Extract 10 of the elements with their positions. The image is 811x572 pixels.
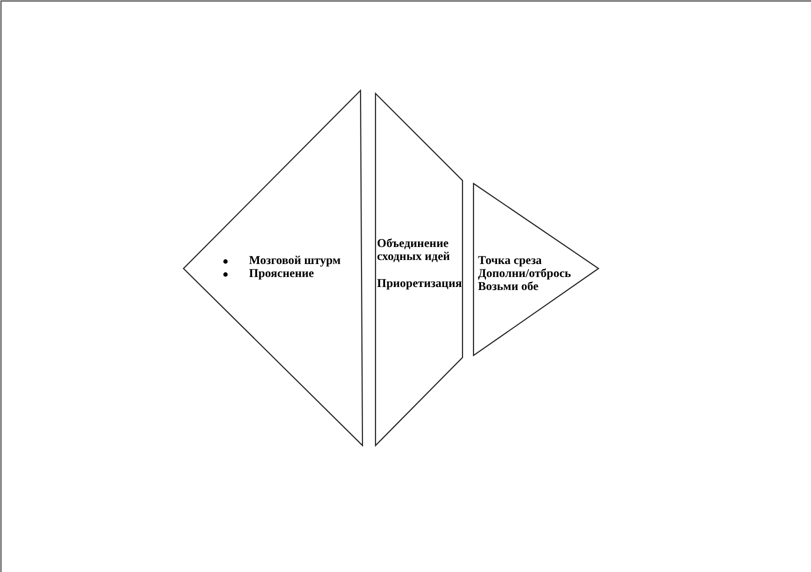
bullet-item-text: Мозговой штурм xyxy=(249,254,341,267)
step-text: Дополни/отбрось xyxy=(478,267,571,280)
bullet-item-text: Прояснение xyxy=(249,267,314,280)
triangle-shape xyxy=(472,182,600,356)
step-text: Объединение сходных идей xyxy=(377,237,451,263)
step-text: Точка среза xyxy=(478,254,542,267)
step-text: Возьми обе xyxy=(478,280,538,293)
trapezoid-shape xyxy=(374,92,464,446)
triangle-shape xyxy=(182,88,364,446)
step-text: Приоретизация xyxy=(377,277,461,290)
